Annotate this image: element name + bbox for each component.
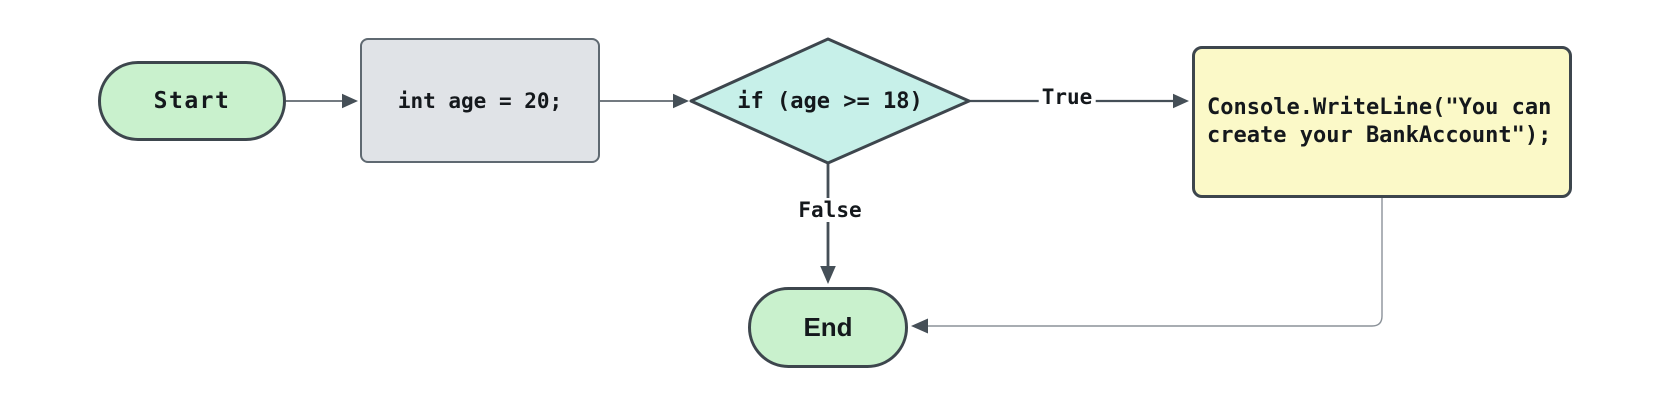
edge-label-false[interactable]: False [795, 198, 865, 222]
node-end[interactable]: End [748, 287, 908, 368]
arrowhead-output-end-icon [911, 318, 928, 334]
node-declare-age-label: int age = 20; [397, 88, 563, 113]
edge-output-end [928, 198, 1383, 327]
node-start-label: Start [153, 88, 231, 114]
arrowhead-decision-output-icon [1173, 93, 1189, 109]
node-decision-age-check[interactable]: if (age >= 18) [691, 39, 969, 163]
node-end-label: End [803, 312, 853, 342]
edge-label-true[interactable]: True [1038, 85, 1096, 109]
node-console-writeline-label: Console.WriteLine("You can create your B… [1207, 95, 1552, 148]
decision-diamond-shape[interactable] [689, 37, 971, 165]
arrowhead-declare-decision-icon [673, 93, 689, 109]
arrowhead-start-declare-icon [342, 93, 358, 109]
node-decision-label: if (age >= 18) [737, 88, 923, 114]
node-declare-age[interactable]: int age = 20; [360, 38, 600, 163]
node-start[interactable]: Start [98, 61, 286, 141]
arrowhead-decision-end-icon [820, 266, 836, 284]
node-console-writeline[interactable]: Console.WriteLine("You can create your B… [1192, 46, 1572, 198]
